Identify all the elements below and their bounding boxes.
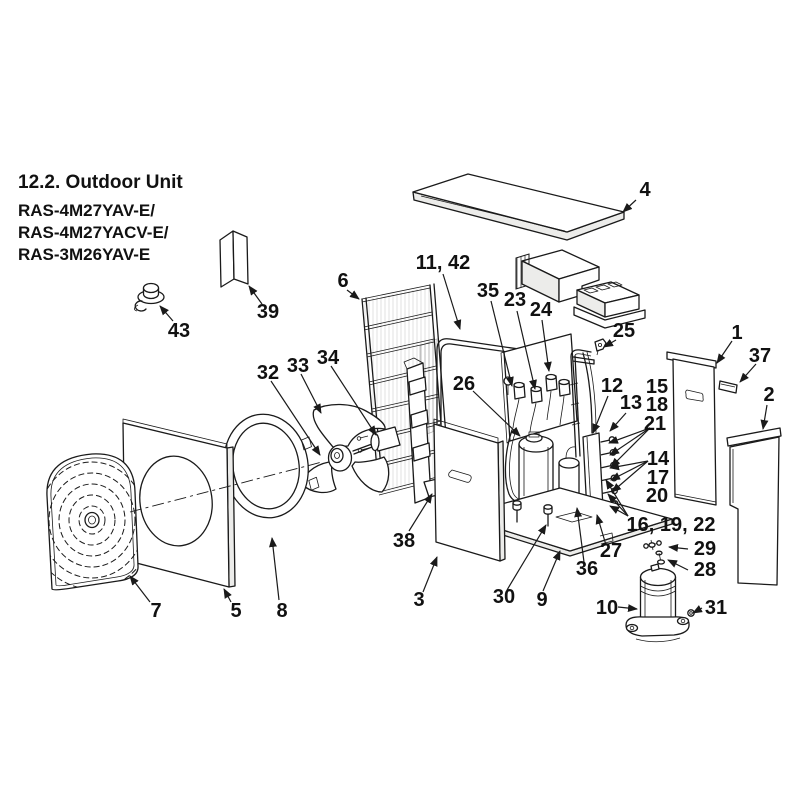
label-37: 37: [749, 345, 771, 367]
label-15: 15: [646, 376, 668, 398]
part-1-side-panel: [666, 351, 717, 506]
model-line-1: RAS-4M27YAV-E/: [18, 201, 155, 220]
label-31: 31: [705, 597, 727, 619]
part-37-plate: [718, 380, 738, 394]
part-4-top-panel: [412, 173, 625, 241]
leader-lines: [129, 199, 769, 614]
label-27: 27: [600, 540, 622, 562]
label-39: 39: [257, 301, 279, 323]
part-9-base-plate: [457, 487, 673, 557]
label-20: 20: [646, 485, 668, 507]
part-32-fan-hub: [327, 444, 353, 472]
label-8: 8: [276, 600, 287, 622]
fan-axis-centerline: [129, 461, 323, 513]
label-34: 34: [317, 347, 340, 369]
label-9: 9: [536, 589, 547, 611]
label-25: 25: [613, 320, 635, 342]
part-28-bolt: [655, 550, 666, 565]
solenoid-valves: [512, 373, 571, 433]
label-43: 43: [168, 320, 190, 342]
label-32: 32: [257, 362, 279, 384]
part-10-compressor: [625, 539, 695, 643]
part-valve-plate: [500, 333, 578, 444]
label-6: 6: [337, 270, 348, 292]
label-18: 18: [646, 394, 668, 416]
part-number-labels: 4 39 43 6 11, 42 35 23 24 25 26 12 13 15…: [150, 179, 774, 622]
label-38: 38: [393, 530, 415, 552]
part-34-fan-motor: [352, 426, 401, 455]
part-electric-box: [515, 249, 646, 329]
part-2-side-panel: [726, 427, 782, 586]
section-title: 12.2. Outdoor Unit: [18, 172, 183, 193]
part-8-ring: [223, 413, 320, 519]
label-3: 3: [413, 589, 424, 611]
part-11-42-chassis: [436, 338, 595, 425]
label-7: 7: [150, 600, 161, 622]
label-21: 21: [644, 413, 666, 435]
label-11-42: 11, 42: [416, 252, 471, 274]
part-5-front-panel: [122, 418, 236, 588]
label-35: 35: [477, 280, 499, 302]
label-10: 10: [596, 597, 618, 619]
label-4: 4: [639, 179, 651, 201]
part-30-bolt: [512, 500, 553, 527]
part-3-front-panel: [433, 418, 506, 562]
label-24: 24: [530, 299, 553, 321]
label-23: 23: [504, 289, 526, 311]
label-26: 26: [453, 373, 475, 395]
part-26-compressor-assembly: [518, 431, 580, 507]
label-13: 13: [620, 392, 642, 414]
label-28: 28: [694, 559, 716, 581]
label-1: 1: [731, 322, 742, 344]
part-43-grommet: [134, 282, 165, 312]
label-14: 14: [647, 448, 670, 470]
part-39-booklet: [219, 230, 249, 288]
model-line-3: RAS-3M26YAV-E: [18, 245, 150, 264]
label-16-19-22: 16, 19, 22: [627, 514, 716, 536]
label-33: 33: [287, 355, 309, 377]
part-29-fitting: [643, 539, 662, 551]
label-5: 5: [230, 600, 241, 622]
label-17: 17: [647, 467, 669, 489]
label-29: 29: [694, 538, 716, 560]
label-12: 12: [601, 375, 623, 397]
label-2: 2: [763, 384, 774, 406]
label-30: 30: [493, 586, 515, 608]
label-36: 36: [576, 558, 598, 580]
model-line-2: RAS-4M27YACV-E/: [18, 223, 169, 242]
